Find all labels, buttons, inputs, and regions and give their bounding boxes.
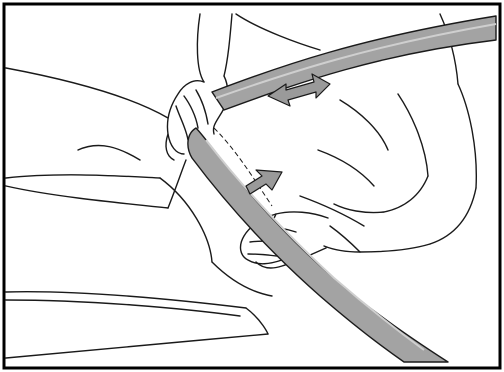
seat-belt-trim-panel	[188, 128, 448, 362]
seat-belt-webbing	[212, 16, 496, 110]
arrow-icon	[246, 170, 282, 194]
seat-cushion	[6, 68, 272, 358]
